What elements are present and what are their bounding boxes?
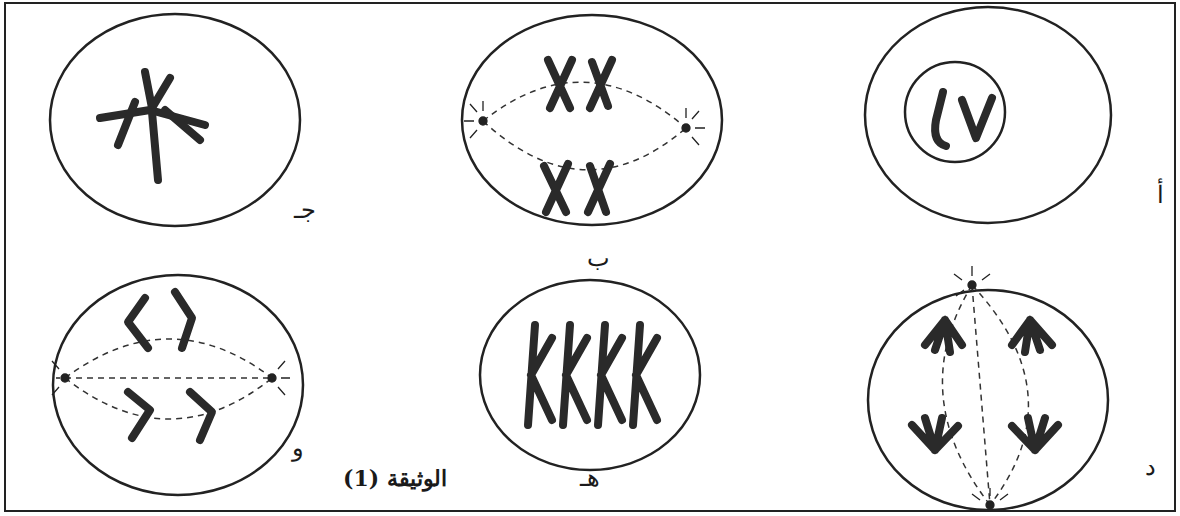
stage-letter: د xyxy=(1145,454,1156,480)
stage-letter: ب xyxy=(587,245,610,271)
stage-letter: هـ xyxy=(580,465,600,491)
figure-caption: الوثيقة (1) xyxy=(343,466,447,490)
stage-letter: و xyxy=(292,435,304,461)
stage-letter: جـ xyxy=(294,197,316,223)
stage-letter: أ xyxy=(1157,182,1164,208)
